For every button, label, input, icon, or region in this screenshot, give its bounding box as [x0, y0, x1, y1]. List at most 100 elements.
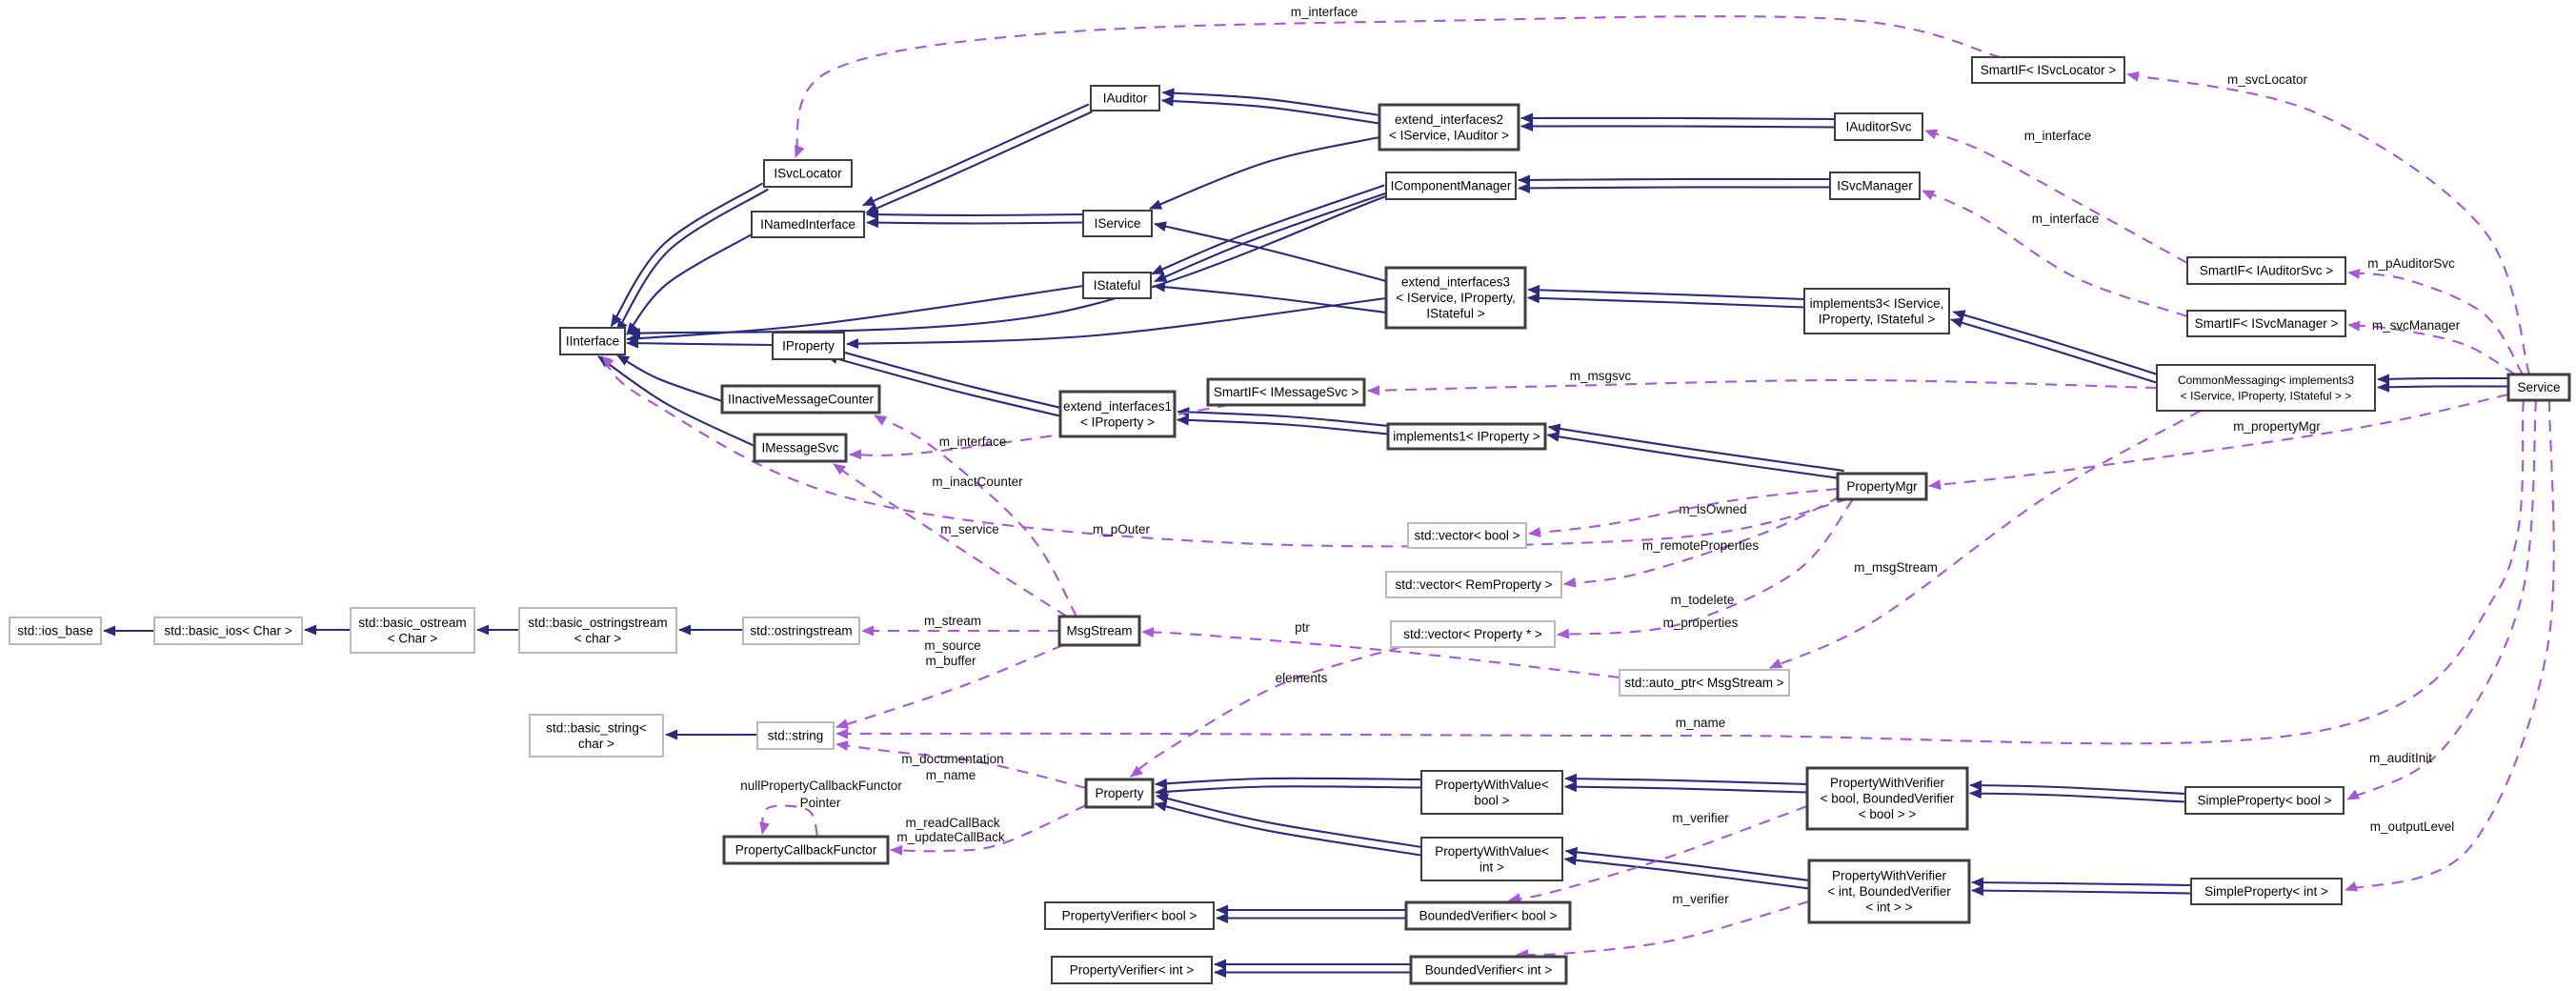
node-propertyverifier_int[interactable]: PropertyVerifier< int >	[1051, 956, 1213, 984]
edge-label: m_verifier	[1672, 892, 1729, 906]
edge-vec_property-property: elements	[1130, 645, 1401, 778]
edge-implements1-extend_interfaces1	[1176, 407, 1389, 435]
node-auto_ptr_msgstream[interactable]: std::auto_ptr< MsgStream >	[1619, 669, 1790, 697]
node-std_basic_ios[interactable]: std::basic_ios< Char >	[153, 617, 303, 645]
node-box-implements1	[1386, 422, 1547, 451]
edge-service-simpleproperty_bool: m_auditInit	[2346, 399, 2538, 800]
node-std_ostringstream[interactable]: std::ostringstream	[742, 617, 860, 645]
node-label-isvclocator: ISvcLocator	[774, 167, 842, 181]
edge-service-smartif_isvcmanager: m_svcManager	[2347, 318, 2516, 375]
edge-extend_interfaces3-iproperty	[846, 296, 1387, 350]
edge-label: m_readCallBack	[905, 816, 999, 830]
edge-propertymgr-implements1	[1546, 423, 1844, 480]
node-smartif_isvcmanager[interactable]: SmartIF< ISvcManager >	[2186, 310, 2346, 337]
node-implements3[interactable]: implements3< IService,IProperty, IStatef…	[1803, 288, 1950, 334]
edge-propertywithverifier_bool-boundedverifier_bool: m_verifier	[1508, 805, 1808, 904]
node-simpleproperty_int[interactable]: SimpleProperty< int >	[2190, 878, 2343, 905]
node-box-msgstream	[1057, 615, 1141, 647]
node-icomponentmanager[interactable]: IComponentManager	[1385, 172, 1517, 200]
node-boundedverifier_bool[interactable]: BoundedVerifier< bool >	[1404, 900, 1572, 931]
node-box-implements3	[1803, 288, 1950, 334]
node-property[interactable]: Property	[1084, 778, 1155, 809]
node-imessagesvc[interactable]: IMessageSvc	[753, 433, 848, 463]
node-box-propertywithverifier_int	[1807, 859, 1971, 924]
edge-extend_interfaces2-iauditor	[1160, 88, 1380, 125]
node-propertyverifier_bool[interactable]: PropertyVerifier< bool >	[1044, 901, 1215, 930]
node-std_ios_base[interactable]: std::ios_base	[9, 617, 102, 645]
node-label-isvcmanager: ISvcManager	[1837, 179, 1913, 193]
edge-propertywithverifier_bool-propertywithvalue_bool	[1563, 773, 1808, 794]
node-iauditor[interactable]: IAuditor	[1090, 85, 1160, 111]
node-label-smartif_imessagesvc: SmartIF< IMessageSvc >	[1214, 385, 1358, 399]
node-istateful[interactable]: IStateful	[1082, 272, 1152, 299]
node-vec_bool[interactable]: std::vector< bool >	[1407, 522, 1527, 549]
node-propertymgr[interactable]: PropertyMgr	[1836, 472, 1928, 501]
node-label-boundedverifier_int: BoundedVerifier< int >	[1425, 963, 1553, 978]
node-label-simpleproperty_bool: SimpleProperty< bool >	[2197, 794, 2331, 808]
node-propertywithvalue_bool[interactable]: PropertyWithValue<bool >	[1420, 770, 1563, 815]
node-propertywithverifier_int[interactable]: PropertyWithVerifier< int, BoundedVerifi…	[1807, 859, 1971, 924]
node-label-auto_ptr_msgstream: std::auto_ptr< MsgStream >	[1624, 676, 1783, 690]
node-simpleproperty_bool[interactable]: SimpleProperty< bool >	[2184, 786, 2345, 815]
node-std_basic_ostringstream[interactable]: std::basic_ostringstream< char >	[518, 607, 677, 654]
node-label-imessagesvc: IMessageSvc	[761, 441, 838, 455]
node-smartif_imessagesvc[interactable]: SmartIF< IMessageSvc >	[1206, 377, 1366, 407]
node-iservice[interactable]: IService	[1082, 210, 1153, 237]
edge-label: m_source	[924, 638, 980, 653]
node-box-icomponentmanager	[1385, 172, 1517, 200]
node-iinactivemessagecounter[interactable]: IInactiveMessageCounter	[720, 384, 881, 415]
node-label-std_string: std::string	[768, 729, 824, 743]
node-inamedinterface[interactable]: INamedInterface	[751, 211, 865, 238]
node-extend_interfaces3[interactable]: extend_interfaces3< IService, IProperty,…	[1384, 266, 1527, 330]
node-label-std_ostringstream: std::ostringstream	[750, 624, 852, 638]
node-label-propertywithvalue_int: PropertyWithValue<int >	[1435, 844, 1549, 875]
node-smartif_isvclocator[interactable]: SmartIF< ISvcLocator >	[1971, 56, 2125, 84]
node-label-smartif_iauditorsvc: SmartIF< IAuditorSvc >	[2200, 264, 2333, 278]
node-label-std_basic_ostringstream: std::basic_ostringstream< char >	[528, 616, 667, 646]
node-propertywithverifier_bool[interactable]: PropertyWithVerifier< bool, BoundedVerif…	[1805, 766, 1969, 831]
node-implements1[interactable]: implements1< IProperty >	[1386, 422, 1547, 451]
node-isvclocator[interactable]: ISvcLocator	[763, 159, 853, 188]
edge-service-smartif_iauditorsvc: m_pAuditorSvc	[2347, 256, 2524, 375]
node-box-isvclocator	[763, 159, 853, 188]
node-msgstream[interactable]: MsgStream	[1057, 615, 1141, 647]
node-iproperty[interactable]: IProperty	[772, 332, 845, 360]
node-vec_property[interactable]: std::vector< Property * >	[1390, 620, 1556, 648]
edge-label: m_updateCallBack	[896, 830, 1005, 844]
node-extend_interfaces2[interactable]: extend_interfaces2< IService, IAuditor >	[1378, 103, 1520, 152]
edge-boundedverifier_bool-propertyverifier_bool	[1216, 904, 1407, 923]
node-std_basic_ostream[interactable]: std::basic_ostream< Char >	[350, 607, 475, 654]
node-label-vec_property: std::vector< Property * >	[1403, 627, 1542, 641]
node-commonmessaging[interactable]: CommonMessaging< implements3< IService, …	[2156, 364, 2376, 412]
node-box-simpleproperty_bool	[2184, 786, 2345, 815]
edge-label: m_propertyMgr	[2233, 419, 2321, 434]
node-smartif_iauditorsvc[interactable]: SmartIF< IAuditorSvc >	[2186, 256, 2346, 285]
edge-extend_interfaces3-istateful	[1153, 281, 1387, 314]
node-label-extend_interfaces3: extend_interfaces3< IService, IProperty,…	[1396, 275, 1515, 321]
node-extend_interfaces1[interactable]: extend_interfaces1< IProperty >	[1058, 390, 1177, 438]
node-label-std_basic_ostream: std::basic_ostream< Char >	[358, 616, 466, 646]
node-box-auto_ptr_msgstream	[1619, 669, 1790, 697]
edge-propertymgr-iinterface: m_pOuter	[601, 355, 1849, 548]
edge-extend_interfaces1-iproperty	[825, 346, 1062, 417]
node-propertywithvalue_int[interactable]: PropertyWithValue<int >	[1420, 837, 1563, 881]
node-isvcmanager[interactable]: ISvcManager	[1829, 172, 1921, 200]
node-service[interactable]: Service	[2506, 373, 2571, 402]
node-box-std_basic_string	[529, 714, 664, 758]
node-iauditorsvc[interactable]: IAuditorSvc	[1834, 112, 1923, 141]
node-propertycallbackfunctor[interactable]: PropertyCallbackFunctor	[722, 835, 890, 865]
node-std_string[interactable]: std::string	[756, 721, 835, 750]
node-label-commonmessaging: CommonMessaging< implements3< IService, …	[2178, 374, 2354, 403]
node-iinterface[interactable]: IInterface	[559, 327, 626, 355]
edge-label: m_interface	[939, 435, 1007, 449]
node-label-extend_interfaces1: extend_interfaces1< IProperty >	[1063, 399, 1172, 430]
edge-service-simpleproperty_int: m_outputLevel	[2345, 399, 2555, 892]
node-vec_remproperty[interactable]: std::vector< RemProperty >	[1385, 571, 1562, 598]
node-box-smartif_isvcmanager	[2186, 310, 2346, 337]
node-box-iservice	[1082, 210, 1153, 237]
node-std_basic_string[interactable]: std::basic_string<char >	[529, 714, 664, 758]
node-boundedverifier_int[interactable]: BoundedVerifier< int >	[1409, 955, 1568, 985]
edge-propertywithverifier_int-boundedverifier_int: m_verifier	[1516, 892, 1810, 961]
